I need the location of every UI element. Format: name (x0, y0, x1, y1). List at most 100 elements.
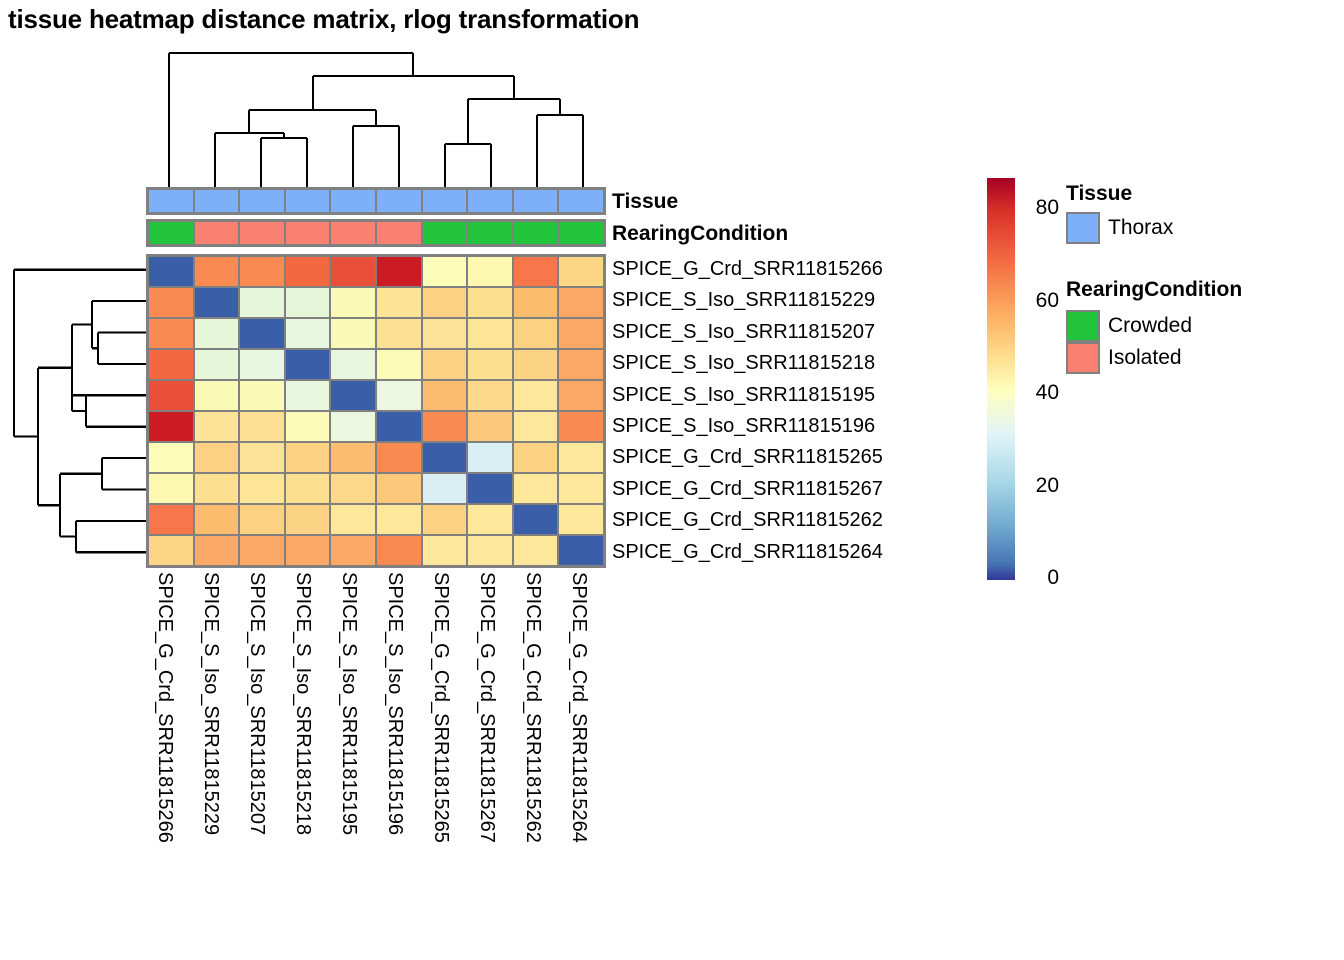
heatmap-cell (284, 256, 331, 287)
row-label: SPICE_G_Crd_SRR11815262 (612, 509, 883, 532)
heatmap-cell (193, 411, 240, 442)
heatmap-cell (467, 411, 513, 442)
tissue-annotation-cell (148, 189, 194, 213)
heatmap-cell (330, 349, 376, 380)
heatmap-cell (421, 287, 468, 318)
heatmap-cell (467, 473, 513, 504)
row-label: SPICE_S_Iso_SRR11815196 (612, 415, 876, 437)
rearing-annotation-cell (512, 221, 559, 245)
heatmap-cell (239, 442, 285, 473)
heatmap-cell (512, 535, 559, 566)
rearing-annotation-cell (421, 221, 468, 245)
heatmap-cell (284, 380, 331, 411)
heatmap-matrix (146, 254, 606, 568)
tissue-annotation-cell (284, 189, 331, 213)
rearing-annotation-cell (148, 221, 194, 245)
heatmap-cell (284, 504, 331, 535)
rearing-annotation-cell (284, 221, 331, 245)
column-label: SPICE_G_Crd_SRR11815262 (522, 572, 544, 843)
legend-label-isolated: Isolated (1108, 346, 1182, 369)
heatmap-cell (512, 504, 559, 535)
heatmap-cell (375, 504, 422, 535)
column-label: SPICE_S_Iso_SRR11815196 (384, 572, 406, 836)
colorbar-tick-label: 20 (1035, 473, 1059, 497)
tissue-annotation-cell (467, 189, 513, 213)
heatmap-cell (284, 442, 331, 473)
heatmap-cell (558, 442, 604, 473)
column-label: SPICE_G_Crd_SRR11815267 (476, 572, 498, 843)
tissue-annotation-title: Tissue (612, 190, 679, 213)
heatmap-cell (421, 535, 468, 566)
heatmap-cell (558, 349, 604, 380)
legend-label-crowded: Crowded (1108, 314, 1193, 337)
heatmap-cell (193, 535, 240, 566)
heatmap-cell (193, 318, 240, 349)
heatmap-cell (467, 504, 513, 535)
heatmap-cell (193, 256, 240, 287)
colorbar-gradient (987, 178, 1015, 580)
heatmap-cell (239, 535, 285, 566)
tissue-annotation-cell (512, 189, 559, 213)
row-label: SPICE_G_Crd_SRR11815266 (612, 258, 883, 280)
column-label: SPICE_S_Iso_SRR11815195 (338, 572, 360, 836)
row-label: SPICE_G_Crd_SRR11815264 (612, 540, 883, 563)
tissue-annotation-bar (146, 187, 606, 215)
heatmap-cell (239, 380, 285, 411)
legend-swatch-crowded (1066, 310, 1100, 342)
heatmap-cell (330, 473, 376, 504)
heatmap-cell (239, 318, 285, 349)
heatmap-cell (467, 256, 513, 287)
heatmap-cell (421, 442, 468, 473)
heatmap-cell (148, 411, 194, 442)
column-label: SPICE_S_Iso_SRR11815229 (200, 572, 222, 836)
heatmap-cell (284, 287, 331, 318)
heatmap-cell (421, 473, 468, 504)
heatmap-cell (148, 318, 194, 349)
heatmap-cell (239, 504, 285, 535)
heatmap-cell (375, 442, 422, 473)
heatmap-cell (558, 380, 604, 411)
page-title: tissue heatmap distance matrix, rlog tra… (8, 4, 640, 34)
heatmap-cell (148, 380, 194, 411)
heatmap-cell (284, 535, 331, 566)
tissue-annotation-cell (239, 189, 285, 213)
heatmap-cell (284, 318, 331, 349)
colorbar-tick-label: 60 (1035, 288, 1059, 312)
heatmap-cell (421, 380, 468, 411)
heatmap-cell (421, 411, 468, 442)
heatmap-cell (512, 473, 559, 504)
heatmap-cell (284, 411, 331, 442)
heatmap-cell (330, 287, 376, 318)
heatmap-cell (375, 287, 422, 318)
row-label: SPICE_S_Iso_SRR11815229 (612, 289, 876, 312)
heatmap-cell (148, 349, 194, 380)
rearing-annotation-cell (558, 221, 604, 245)
legend-swatch-isolated (1066, 342, 1100, 374)
column-label: SPICE_G_Crd_SRR11815264 (568, 572, 590, 843)
heatmap-cell (512, 318, 559, 349)
heatmap-cell (148, 287, 194, 318)
heatmap-cell (239, 411, 285, 442)
heatmap-cell (330, 380, 376, 411)
column-label: SPICE_G_Crd_SRR11815266 (154, 572, 176, 843)
heatmap-cell (375, 349, 422, 380)
heatmap-cell (148, 535, 194, 566)
row-label: SPICE_G_Crd_SRR11815265 (612, 446, 883, 469)
heatmap-cell (375, 411, 422, 442)
row-dendrogram (12, 268, 146, 554)
heatmap-cell (467, 318, 513, 349)
row-label: SPICE_S_Iso_SRR11815195 (612, 383, 876, 406)
legend-swatch-thorax (1066, 212, 1100, 244)
heatmap-cell (375, 318, 422, 349)
heatmap-cell (330, 318, 376, 349)
legend-title-tissue: Tissue (1066, 182, 1133, 205)
legend-title-rearing: RearingCondition (1066, 278, 1243, 301)
heatmap-cell (239, 287, 285, 318)
heatmap-cell (330, 256, 376, 287)
heatmap-cell (239, 473, 285, 504)
heatmap-cell (193, 504, 240, 535)
legend-label-thorax: Thorax (1108, 216, 1174, 239)
heatmap-cell (148, 473, 194, 504)
